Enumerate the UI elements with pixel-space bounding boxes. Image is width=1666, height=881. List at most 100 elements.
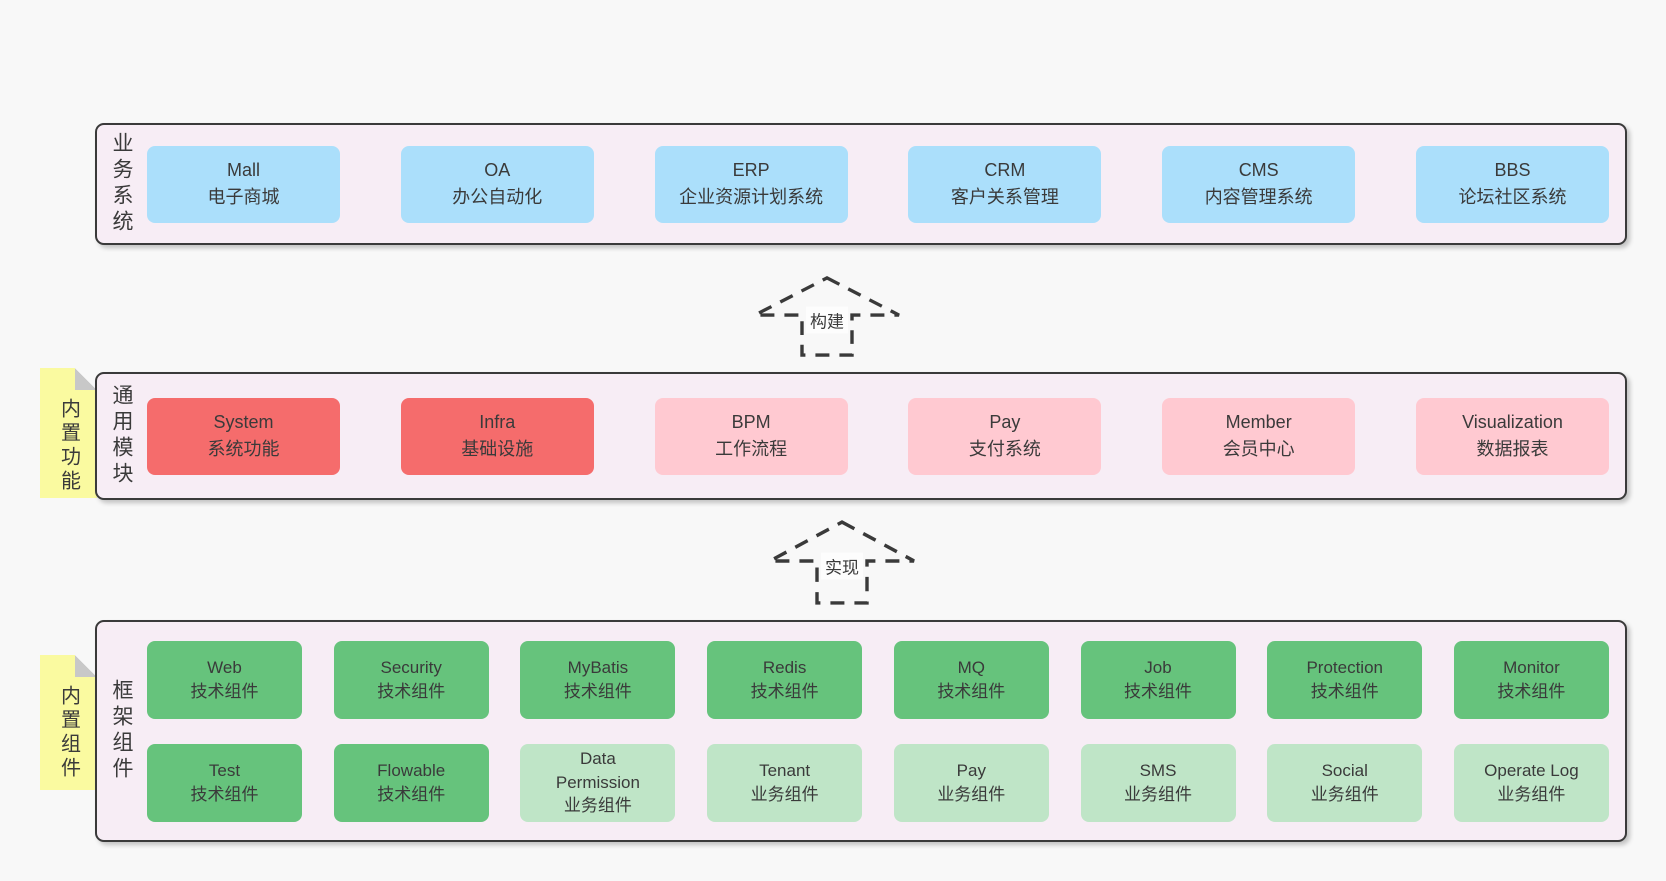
box-title: ERP bbox=[732, 160, 770, 180]
box-title: Visualization bbox=[1462, 412, 1563, 432]
box-subtitle: 业务组件 bbox=[1124, 784, 1193, 804]
box-title: MyBatis bbox=[567, 657, 629, 677]
box-subtitle: 技术组件 bbox=[1497, 681, 1566, 701]
box-social: Social 业务组件 bbox=[1267, 743, 1423, 822]
box-title: Test bbox=[208, 760, 241, 780]
box-subtitle: 技术组件 bbox=[937, 681, 1006, 701]
box-oa: OA 办公自动化 bbox=[400, 145, 594, 223]
box-title: Security bbox=[380, 657, 442, 677]
box-title: Pay bbox=[956, 760, 986, 780]
box-title: CMS bbox=[1238, 160, 1279, 180]
box-title: Member bbox=[1225, 412, 1292, 432]
box-title: Pay bbox=[989, 412, 1021, 432]
box-member: Member 会员中心 bbox=[1162, 397, 1356, 475]
panel-label-framework-components: 框架组件 bbox=[110, 679, 133, 783]
up-arrow-icon bbox=[754, 276, 900, 357]
build-arrow: 构建 bbox=[752, 275, 902, 358]
box-visualization: Visualization 数据报表 bbox=[1415, 397, 1609, 475]
box-operate-log: Operate Log 业务组件 bbox=[1453, 743, 1609, 822]
box-subtitle: 业务组件 bbox=[1310, 784, 1379, 804]
box-title: SMS bbox=[1139, 760, 1177, 780]
box-title: BPM bbox=[731, 412, 771, 432]
box-erp: ERP 企业资源计划系统 bbox=[654, 145, 848, 223]
up-arrow-icon bbox=[769, 520, 915, 605]
box-sms: SMS 业务组件 bbox=[1080, 743, 1236, 822]
box-title: Social bbox=[1321, 760, 1368, 780]
box-redis: Redis 技术组件 bbox=[707, 640, 863, 719]
box-subtitle: 数据报表 bbox=[1476, 439, 1549, 459]
box-title: CRM bbox=[984, 160, 1026, 180]
box-subtitle: 技术组件 bbox=[1310, 681, 1379, 701]
box-subtitle: 业务组件 bbox=[937, 784, 1006, 804]
panel-label-common-modules: 通用模块 bbox=[110, 384, 133, 488]
box-title: Mall bbox=[226, 160, 260, 180]
box-subtitle: 技术组件 bbox=[750, 681, 819, 701]
box-test: Test 技术组件 bbox=[147, 743, 302, 822]
box-flowable: Flowable 技术组件 bbox=[333, 743, 489, 822]
builtin-functions-note: 内置功能 bbox=[40, 368, 97, 498]
box-subtitle: 支付系统 bbox=[968, 439, 1041, 459]
implement-arrow: 实现 bbox=[767, 519, 917, 606]
box-tenant: Tenant 业务组件 bbox=[707, 743, 863, 822]
box-title: Infra bbox=[479, 412, 516, 432]
build-arrow-label: 构建 bbox=[806, 306, 848, 334]
box-title: Job bbox=[1144, 657, 1172, 677]
box-subtitle: 技术组件 bbox=[190, 681, 259, 701]
box-subtitle: 业务组件 bbox=[750, 784, 819, 804]
box-subtitle: 办公自动化 bbox=[452, 187, 543, 207]
box-monitor: Monitor 技术组件 bbox=[1453, 640, 1609, 719]
panel-label-business-systems: 业务系统 bbox=[110, 132, 133, 236]
box-pay: Pay 业务组件 bbox=[893, 743, 1049, 822]
box-subtitle: 业务组件 bbox=[1497, 784, 1566, 804]
box-subtitle: 电子商城 bbox=[207, 187, 280, 207]
box-subtitle: 工作流程 bbox=[715, 439, 788, 459]
box-infra: Infra 基础设施 bbox=[400, 397, 594, 475]
box-title: BBS bbox=[1494, 160, 1531, 180]
box-subtitle: 技术组件 bbox=[190, 784, 259, 804]
box-title: Operate Log bbox=[1484, 760, 1579, 780]
box-subtitle: 客户关系管理 bbox=[950, 187, 1059, 207]
box-title: Flowable bbox=[377, 760, 446, 780]
box-protection: Protection 技术组件 bbox=[1267, 640, 1423, 719]
box-subtitle: 技术组件 bbox=[1124, 681, 1193, 701]
note-fold-corner bbox=[75, 368, 97, 390]
box-bpm: BPM 工作流程 bbox=[654, 397, 848, 475]
box-subtitle: 企业资源计划系统 bbox=[679, 187, 824, 207]
box-subtitle: 技术组件 bbox=[377, 784, 446, 804]
box-bbs: BBS 论坛社区系统 bbox=[1415, 145, 1609, 223]
note-fold-corner bbox=[75, 655, 97, 677]
box-security: Security 技术组件 bbox=[333, 640, 489, 719]
box-subtitle: 会员中心 bbox=[1222, 439, 1295, 459]
box-title: Web bbox=[207, 657, 242, 677]
box-mall: Mall 电子商城 bbox=[147, 145, 340, 223]
box-subtitle: 基础设施 bbox=[461, 439, 534, 459]
box-subtitle: 技术组件 bbox=[563, 681, 632, 701]
box-title: System bbox=[213, 412, 274, 432]
box-title: OA bbox=[484, 160, 511, 180]
panel-business-systems: 业务系统 Mall 电子商城 OA 办公自动化 ERP 企业资源计划系统 CRM 客户关系管理… bbox=[95, 123, 1627, 245]
box-title: Protection bbox=[1306, 657, 1383, 677]
box-job: Job 技术组件 bbox=[1080, 640, 1236, 719]
builtin-components-note-label: 内置组件 bbox=[57, 685, 80, 781]
box-crm: CRM 客户关系管理 bbox=[908, 145, 1102, 223]
box-subtitle: 论坛社区系统 bbox=[1458, 187, 1567, 207]
box-subtitle: 业务组件 bbox=[563, 796, 632, 816]
box-pay: Pay 支付系统 bbox=[908, 397, 1102, 475]
box-title: Tenant bbox=[759, 760, 811, 780]
box-title: Monitor bbox=[1503, 657, 1560, 677]
box-web: Web 技术组件 bbox=[147, 640, 302, 719]
box-mybatis: MyBatis 技术组件 bbox=[520, 640, 676, 719]
box-subtitle: 技术组件 bbox=[377, 681, 446, 701]
box-title: Redis bbox=[762, 657, 807, 677]
